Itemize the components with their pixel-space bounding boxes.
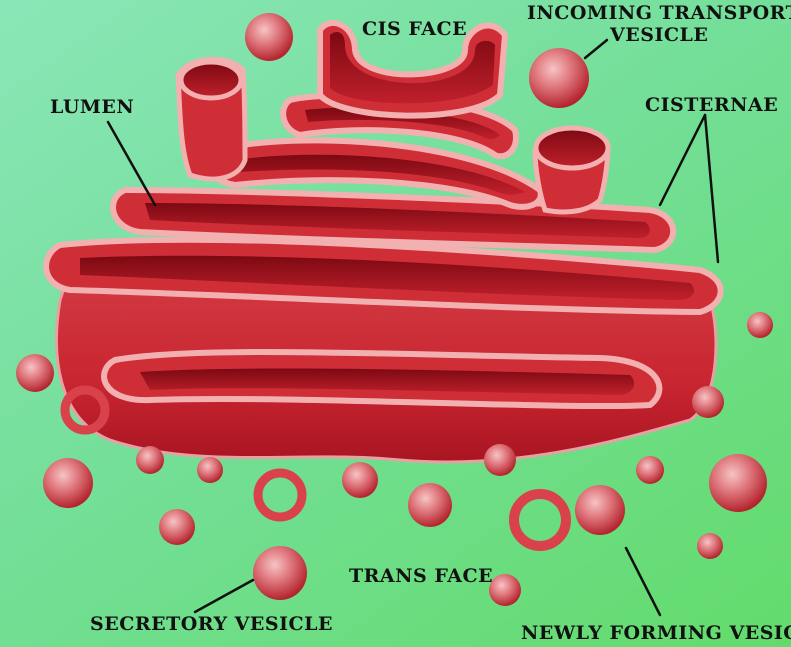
bud-2 bbox=[197, 457, 223, 483]
vesicle-right-3 bbox=[697, 533, 723, 559]
bud-ring-right bbox=[509, 489, 571, 551]
cisterna-bottom bbox=[101, 348, 663, 410]
budding-vesicles bbox=[60, 385, 724, 551]
incoming-transport-label-line2: VESICLE bbox=[610, 24, 709, 46]
cisterna-4 bbox=[43, 236, 724, 316]
lumen-label: LUMEN bbox=[50, 96, 135, 118]
right-tube bbox=[532, 125, 611, 215]
bud-4 bbox=[408, 483, 452, 527]
vesicle-bottom-middle bbox=[489, 574, 521, 606]
cisternae-label: CISTERNAE bbox=[645, 94, 779, 116]
bud-1 bbox=[136, 446, 164, 474]
bud-7 bbox=[692, 386, 724, 418]
cis-face-label: CIS FACE bbox=[362, 18, 468, 40]
vesicle-left-3 bbox=[159, 509, 195, 545]
bud-3 bbox=[342, 462, 378, 498]
bud-ring-left bbox=[60, 385, 110, 435]
cis-face-cisterna bbox=[317, 19, 509, 119]
bud-6 bbox=[636, 456, 664, 484]
secretory-vesicle-label: SECRETORY VESICLE bbox=[90, 613, 333, 635]
bud-ring-middle bbox=[253, 468, 307, 522]
incoming-transport-label-line1: INCOMING TRANSPORT bbox=[527, 2, 791, 24]
vesicle-right-1 bbox=[747, 312, 773, 338]
free-vesicles bbox=[16, 13, 773, 606]
vesicle-top-left bbox=[245, 13, 293, 61]
cisternae-leader-line-1 bbox=[658, 113, 707, 207]
vesicle-left-1 bbox=[16, 354, 54, 392]
cisternae-leader-line-2 bbox=[703, 113, 720, 264]
newly-forming-vesicle-leader-line bbox=[624, 546, 662, 617]
trans-face-label: TRANS FACE bbox=[349, 565, 494, 587]
incoming-transport-vesicle bbox=[529, 48, 589, 108]
bud-5 bbox=[575, 485, 625, 535]
leader-lines bbox=[106, 38, 720, 617]
bud-8 bbox=[484, 444, 516, 476]
incoming-transport-leader-line bbox=[583, 38, 609, 60]
vesicle-right-2 bbox=[709, 454, 767, 512]
vesicle-left-2 bbox=[43, 458, 93, 508]
lumen-leader-line bbox=[106, 120, 157, 207]
secretory-vesicle bbox=[253, 546, 307, 600]
left-tube bbox=[175, 56, 248, 182]
newly-forming-vesicle-label: NEWLY FORMING VESICLE bbox=[521, 622, 791, 644]
secretory-vesicle-leader-line bbox=[193, 578, 255, 614]
cisterna-2 bbox=[203, 137, 544, 210]
